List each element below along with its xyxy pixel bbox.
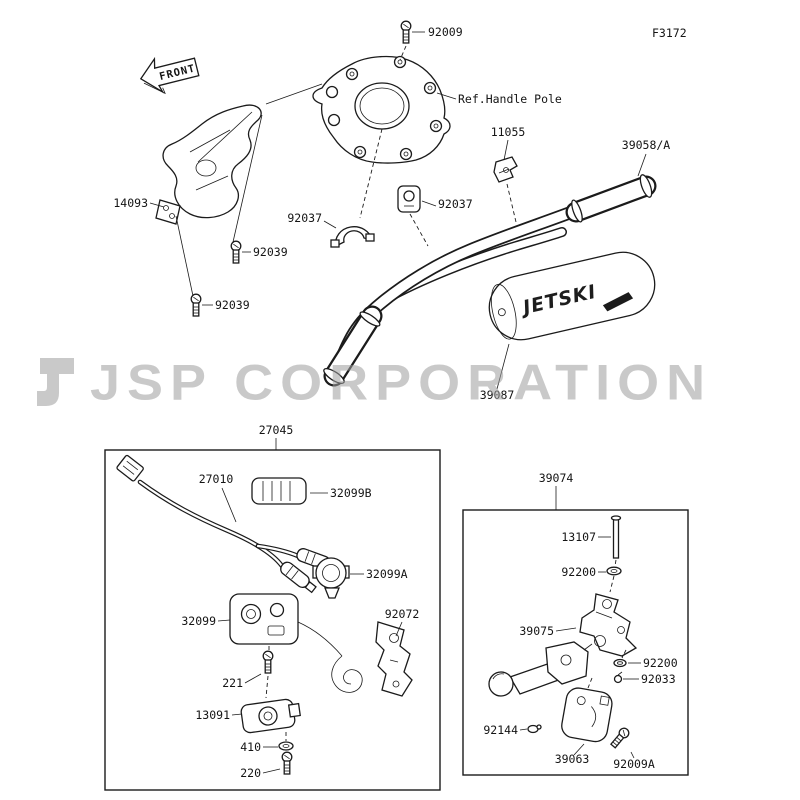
label-92144: 92144	[483, 723, 518, 737]
label-92009A: 92009A	[613, 757, 655, 771]
label-39075: 39075	[519, 624, 554, 638]
washer-410-drawing	[278, 741, 294, 751]
switch-32099a-drawing	[312, 557, 350, 599]
clamp-92037-right-drawing	[397, 185, 421, 213]
screw-92009a-leader	[630, 751, 635, 759]
pad-39087-drawing: JETSKI	[488, 251, 656, 341]
screw-221-dash-down	[265, 675, 269, 699]
label-92200-lower: 92200	[643, 656, 678, 670]
label-220: 220	[240, 766, 261, 780]
figure-code: F3172	[652, 26, 687, 40]
label-13091: 13091	[195, 708, 230, 722]
switch-assembly-box	[104, 449, 441, 791]
band-92072-drawing	[331, 621, 413, 697]
bracket-39075-dash	[609, 575, 615, 593]
screw-92039-lower-drawing	[190, 293, 202, 317]
clamp-92037-left-leader	[323, 220, 337, 229]
spring-92144-drawing	[527, 724, 542, 734]
clamp-11055-leader	[503, 139, 509, 161]
screw-221-drawing	[262, 650, 274, 674]
clamp-11055-dash	[506, 183, 517, 223]
screw-220-drawing	[281, 751, 293, 775]
bracket-39075-drawing	[579, 593, 638, 657]
label-39087: 39087	[480, 388, 515, 402]
clamp-92037-left-drawing	[330, 226, 375, 248]
label-92037-right: 92037	[438, 197, 473, 211]
case-39063-dash	[587, 677, 593, 689]
throttle-assembly-box	[462, 509, 689, 776]
pin-92033-drawing	[613, 671, 623, 684]
label-92037-left: 92037	[287, 211, 322, 225]
label-39074: 39074	[539, 471, 574, 485]
washer-92200-lower-dash	[621, 649, 627, 659]
label-221: 221	[222, 676, 243, 690]
handlebar-leader	[637, 153, 647, 177]
holder-13091-leader	[231, 713, 243, 716]
label-14093: 14093	[113, 196, 148, 210]
label-92033: 92033	[641, 672, 676, 686]
guard-assembly-lines	[175, 83, 323, 297]
holder-13091-drawing	[240, 698, 301, 734]
label-27010: 27010	[199, 472, 234, 486]
throttle-lever-drawing	[488, 641, 593, 697]
case-32099-drawing	[229, 593, 343, 657]
front-arrow: FRONT	[139, 56, 200, 95]
handlebar-drawing	[323, 174, 657, 387]
case-32099-leader	[217, 619, 231, 622]
clamp-92037-right-dash	[409, 213, 429, 247]
screw-92009-dash	[399, 45, 407, 61]
label-13107: 13107	[561, 530, 596, 544]
label-92200-upper: 92200	[561, 565, 596, 579]
screw-92039-upper-drawing	[230, 240, 242, 264]
label-27045: 27045	[259, 423, 294, 437]
mount-plate-drawing	[312, 55, 451, 164]
case-39063-drawing	[561, 687, 613, 743]
washer-92200-lower-drawing	[613, 658, 627, 668]
guard-leader	[149, 202, 165, 208]
clamp-11055-drawing	[493, 156, 518, 183]
pad-leader	[496, 343, 510, 390]
label-92039-upper: 92039	[253, 245, 288, 259]
clamp-92037-left-dash	[359, 128, 383, 219]
cover-32099b-drawing	[251, 477, 307, 505]
pin-13107-drawing	[610, 515, 622, 559]
ref-handle-pole-leader	[436, 92, 457, 100]
label-39063: 39063	[555, 752, 590, 766]
label-32099B: 32099B	[330, 486, 372, 500]
screw-221-leader	[244, 673, 262, 684]
label-11055: 11055	[491, 125, 526, 139]
front-arrow-shape	[139, 56, 200, 94]
clamp-92037-right-leader	[421, 200, 437, 207]
screw-92009a-drawing	[608, 725, 632, 750]
label-39058A: 39058/A	[622, 138, 671, 152]
label-32099A: 32099A	[366, 567, 408, 581]
label-92009: 92009	[428, 25, 463, 39]
case-39063-leader	[573, 743, 585, 756]
bracket-39075-leader	[555, 627, 577, 632]
band-92072-leader	[395, 621, 403, 637]
front-arrow-depth	[143, 82, 166, 95]
label-410: 410	[240, 740, 261, 754]
screw-92009-drawing	[400, 20, 412, 44]
pad-logo-mark	[602, 292, 634, 312]
label-92039-lower: 92039	[215, 298, 250, 312]
washer-92200-upper-dash	[614, 559, 617, 567]
label-92072: 92072	[385, 607, 420, 621]
screw-220-leader	[262, 768, 281, 774]
cable-leader	[221, 487, 237, 523]
spring-92144-leader	[519, 728, 528, 731]
washer-92200-upper-drawing	[606, 566, 622, 576]
ref-handle-pole-label: Ref.Handle Pole	[458, 92, 562, 106]
guard-14093-drawing	[155, 104, 262, 225]
label-32099: 32099	[181, 614, 216, 628]
